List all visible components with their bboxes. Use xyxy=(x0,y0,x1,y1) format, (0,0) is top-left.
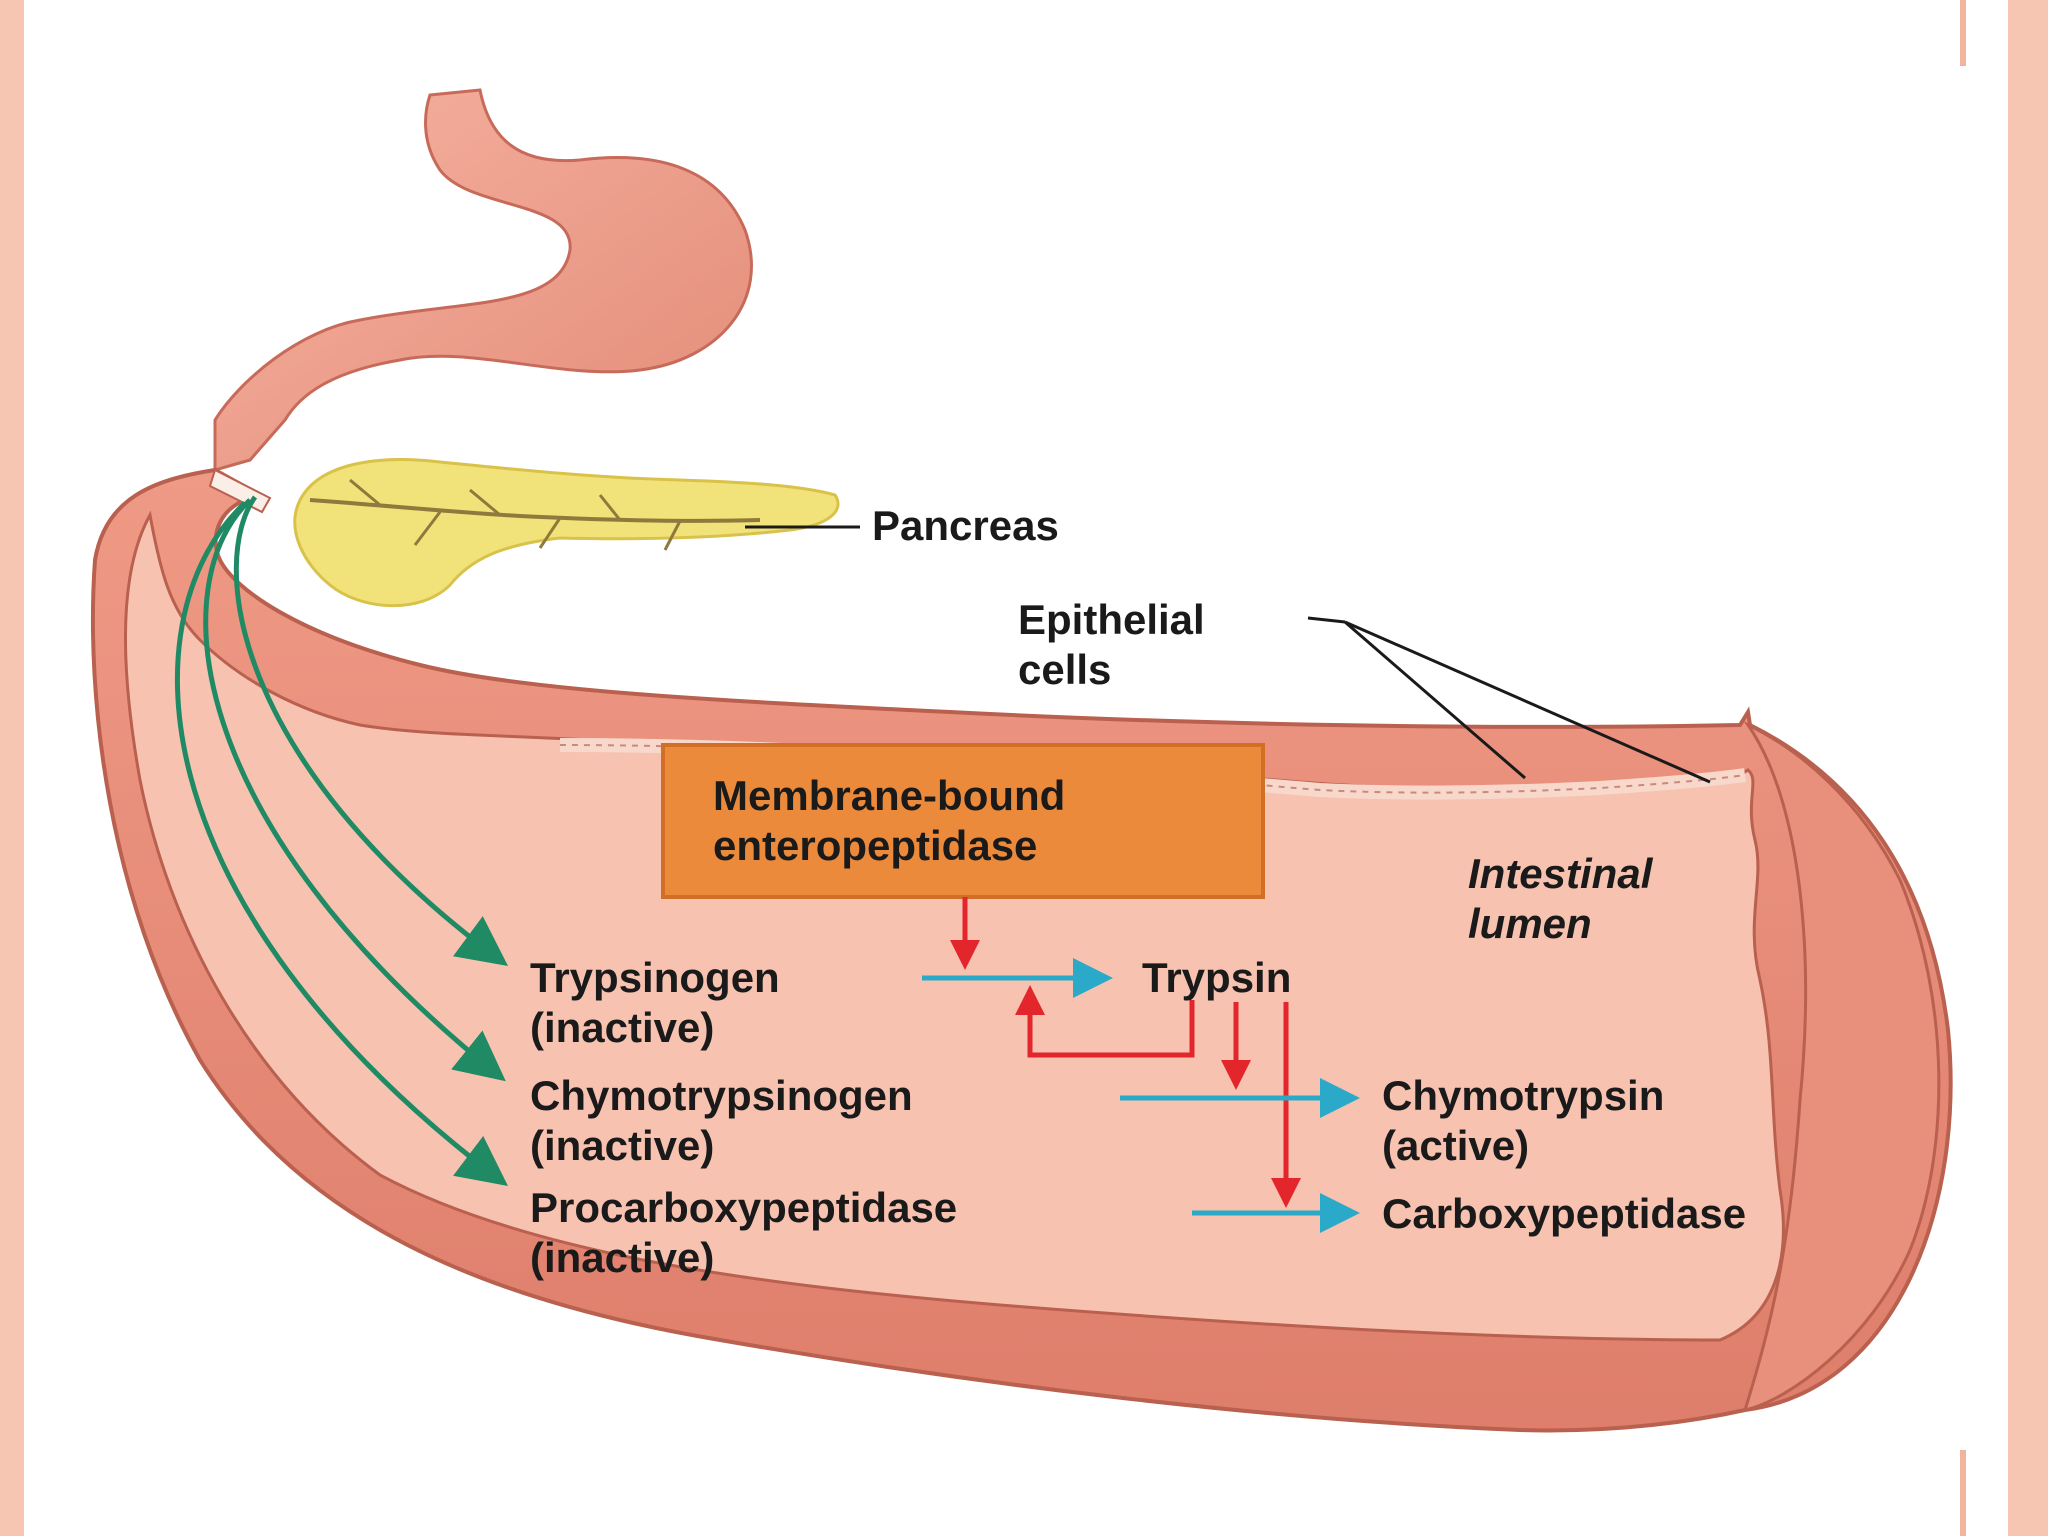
enteropeptidase-box xyxy=(661,743,1265,899)
label-epithelial-cells: cells xyxy=(1018,646,1111,693)
label-pancreas: Pancreas xyxy=(872,502,1059,549)
slide-rule-top xyxy=(1960,0,1966,66)
label-enteropeptidase-line1: Membrane-bound xyxy=(713,772,1065,819)
pancreas xyxy=(293,458,840,608)
label-carboxypeptidase: Carboxypeptidase xyxy=(1382,1190,1746,1237)
pancreatic-duct xyxy=(208,468,272,514)
label-procarboxypeptidase: Procarboxypeptidase xyxy=(530,1184,957,1231)
secretion-arrow-trypsinogen xyxy=(233,495,509,966)
activation-arrow-autocatalysis xyxy=(1015,985,1195,1058)
label-chymotrypsinogen: Chymotrypsinogen xyxy=(530,1072,913,1119)
intestine-end-cap xyxy=(1742,721,1941,1413)
label-chymotrypsinogen-state: (inactive) xyxy=(530,1122,714,1169)
slide-border-left xyxy=(0,0,24,1536)
secretion-arrow-procarboxypeptidase xyxy=(174,501,508,1187)
slide-border-right xyxy=(2008,0,2048,1536)
stomach xyxy=(213,88,753,472)
label-chymotrypsin-state: (active) xyxy=(1382,1122,1529,1169)
secretion-arrow-chymotrypsinogen xyxy=(203,498,506,1082)
label-trypsin: Trypsin xyxy=(1142,954,1291,1001)
label-procarboxypeptidase-state: (inactive) xyxy=(530,1234,714,1281)
label-intestinal: Intestinal xyxy=(1468,850,1654,897)
label-epithelial: Epithelial xyxy=(1018,596,1205,643)
label-trypsinogen-state: (inactive) xyxy=(530,1004,714,1051)
label-lumen: lumen xyxy=(1468,900,1592,947)
label-trypsinogen: Trypsinogen xyxy=(530,954,780,1001)
slide-rule-bottom xyxy=(1960,1450,1966,1536)
label-enteropeptidase-line2: enteropeptidase xyxy=(713,822,1037,869)
label-chymotrypsin: Chymotrypsin xyxy=(1382,1072,1664,1119)
